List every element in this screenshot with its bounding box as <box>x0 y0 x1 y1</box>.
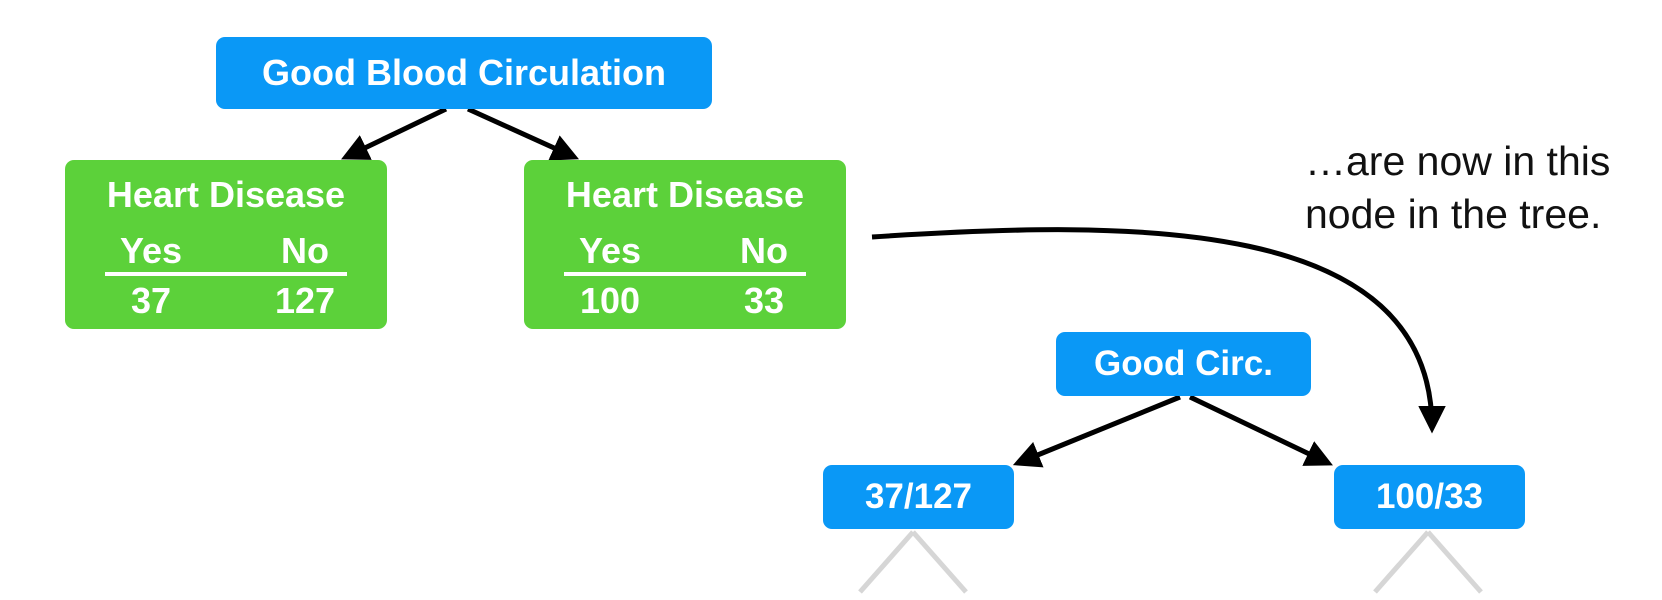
yes-label: Yes <box>119 230 183 271</box>
no-label: No <box>281 230 329 271</box>
faded-arrow <box>1426 530 1483 594</box>
node-title: Heart Disease <box>565 174 805 215</box>
yes-count: 100 <box>579 280 641 321</box>
left-node-heart-disease: Heart Disease Yes No 37 127 <box>65 160 387 329</box>
root-node-good-blood-circulation: Good Blood Circulation <box>216 37 712 109</box>
yes-count: 37 <box>130 280 172 321</box>
faded-arrow <box>911 530 968 594</box>
no-label: No <box>740 230 788 271</box>
arrow-subroot-to-left-leaf <box>1012 394 1181 468</box>
main-tree-arrows <box>341 106 580 161</box>
mini-tree-arrows <box>1012 394 1333 468</box>
right-node-heart-disease: Heart Disease Yes No 100 33 <box>524 160 846 329</box>
yes-label: Yes <box>578 230 642 271</box>
no-count: 127 <box>274 280 336 321</box>
caption-text: …are now in this node in the tree. <box>1305 138 1611 237</box>
no-count: 33 <box>743 280 785 321</box>
divider-line <box>564 272 806 276</box>
curved-arrow-to-leaf <box>871 227 1446 434</box>
faded-arrow <box>858 530 915 594</box>
mini-tree-root-good-circ: Good Circ. <box>1056 332 1311 396</box>
node-title: Heart Disease <box>106 174 346 215</box>
faded-arrow <box>1373 530 1430 594</box>
divider-line <box>105 272 347 276</box>
arrow-root-to-left-node <box>341 106 448 160</box>
mini-tree-left-leaf: 37/127 <box>823 465 1014 529</box>
arrow-root-to-right-node <box>466 106 580 161</box>
mini-tree-right-leaf: 100/33 <box>1334 465 1525 529</box>
arrow-subroot-to-right-leaf <box>1188 394 1333 466</box>
faded-branch-arrows <box>858 530 1483 594</box>
